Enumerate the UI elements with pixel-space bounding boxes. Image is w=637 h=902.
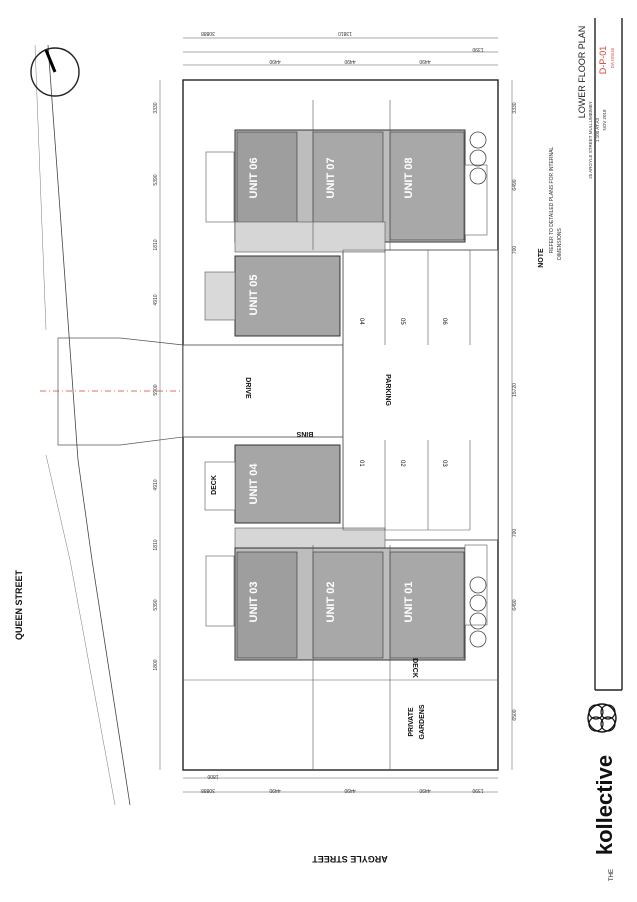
- unit-01-label: UNIT 01: [403, 582, 415, 623]
- dimension-label: 15720: [512, 383, 518, 397]
- unit-04-label: UNIT 04: [248, 463, 260, 505]
- driveway: [182, 344, 344, 438]
- garden-circle: [469, 612, 487, 630]
- unit-02-label: UNIT 02: [325, 582, 337, 623]
- dimension-label: 4490: [344, 58, 355, 64]
- queen-street-boundary: [45, 454, 116, 806]
- unit-03-label: UNIT 03: [248, 582, 260, 623]
- stair-bottom: [205, 555, 235, 627]
- dimension-label: 1800: [207, 773, 218, 779]
- private-gardens-label-2: GARDENS: [419, 704, 426, 739]
- queen-street-boundary: [34, 44, 47, 331]
- drawing-number: D-P-01: [598, 46, 608, 75]
- note-line-1: REFER TO DETAILED PLANS FOR INTERNAL: [549, 147, 555, 254]
- dimension-label: 3330: [153, 102, 159, 113]
- dimension-label: 5390: [153, 599, 159, 610]
- parking-area: [342, 249, 499, 541]
- dimension-label: 4490: [269, 787, 280, 793]
- driveway-crossover: [57, 337, 184, 446]
- deck-top-right: [464, 164, 488, 236]
- dimension-label: 4490: [269, 58, 280, 64]
- argyle-street-label: ARGYLE STREET: [312, 854, 388, 864]
- garden-circle: [469, 594, 487, 612]
- unit-03-block: [236, 551, 298, 659]
- unit-01-block: [389, 551, 465, 659]
- corridor-top: [234, 221, 386, 253]
- dimension-label: 4910: [153, 479, 159, 490]
- dimension-label: 1810: [153, 539, 159, 550]
- unit-02-block: [312, 551, 384, 659]
- parking-bay-number: 01: [358, 460, 364, 467]
- unit-06-label: UNIT 06: [248, 158, 260, 199]
- dimension-label: 6490: [512, 599, 518, 610]
- note-heading: NOTE: [538, 248, 545, 268]
- unit-07-label: UNIT 07: [325, 158, 337, 199]
- garden-circle: [469, 149, 487, 167]
- queen-street-label: QUEEN STREET: [14, 569, 24, 640]
- dimension-label: 13810: [338, 30, 352, 36]
- dimension-label: 700: [512, 246, 518, 255]
- parking-label: PARKING: [384, 374, 391, 406]
- dimension-label: 1810: [153, 239, 159, 250]
- dimension-label: 6490: [512, 179, 518, 190]
- garden-circle: [469, 167, 487, 185]
- north-arrow-icon: [44, 49, 57, 73]
- unit-08-label: UNIT 08: [403, 158, 415, 199]
- queen-street-boundary: [47, 44, 131, 806]
- deck-label-unit-01: DECK: [411, 658, 418, 678]
- north-arrow-circle: [30, 47, 80, 97]
- unit-05-label: UNIT 05: [248, 275, 260, 316]
- dimension-label: 4490: [419, 787, 430, 793]
- note-line-2: DIMENSIONS: [557, 228, 563, 260]
- dimension-label: 1800: [153, 659, 159, 670]
- parking-bay-number: 02: [399, 460, 405, 467]
- dimension-label: 6500: [512, 709, 518, 720]
- garden-circle: [469, 131, 487, 149]
- dimension-label: 30888: [201, 787, 215, 793]
- dimension-label: 1390: [472, 46, 483, 52]
- dimension-label: 3330: [512, 102, 518, 113]
- unit-04-deck: [204, 461, 236, 511]
- garden-circle: [469, 576, 487, 594]
- drawing-title: LOWER FLOOR PLAN: [577, 26, 587, 119]
- private-gardens-label-1: PRIVATE: [408, 707, 415, 737]
- drawing-scale: 1:100 AT A3: [595, 117, 600, 142]
- parking-bay-number: 06: [441, 318, 447, 325]
- dimension-label: 5390: [153, 174, 159, 185]
- deck-label-unit-04: DECK: [211, 475, 218, 495]
- dimension-label: 30888: [201, 30, 215, 36]
- logo-prefix: THE: [609, 869, 615, 881]
- kollective-logo-icon: [587, 703, 617, 733]
- unit-05-deck: [204, 271, 236, 321]
- dimension-label: 1390: [472, 787, 483, 793]
- dimension-label: 700: [512, 529, 518, 538]
- garden-circle: [469, 630, 487, 648]
- dimension-label: 4490: [344, 787, 355, 793]
- logo-wordmark: kollective: [592, 755, 617, 855]
- drawing-date: NOV 2018: [602, 109, 607, 131]
- drawing-revision: DA ISSUE: [610, 48, 615, 69]
- unit-08-block: [389, 131, 465, 241]
- parking-bay-number: 04: [358, 318, 364, 325]
- project-address: 25 ARGYLE STREET MULLUMBIMBY: [588, 101, 593, 178]
- dimension-label: 4490: [419, 58, 430, 64]
- stair-top: [205, 151, 235, 223]
- parking-bay-number: 03: [441, 460, 447, 467]
- dimension-label: 5900: [153, 384, 159, 395]
- dimension-label: 4910: [153, 294, 159, 305]
- drive-label: DRIVE: [244, 377, 251, 399]
- bins-label: BINS: [296, 430, 313, 437]
- parking-bay-number: 05: [399, 318, 405, 325]
